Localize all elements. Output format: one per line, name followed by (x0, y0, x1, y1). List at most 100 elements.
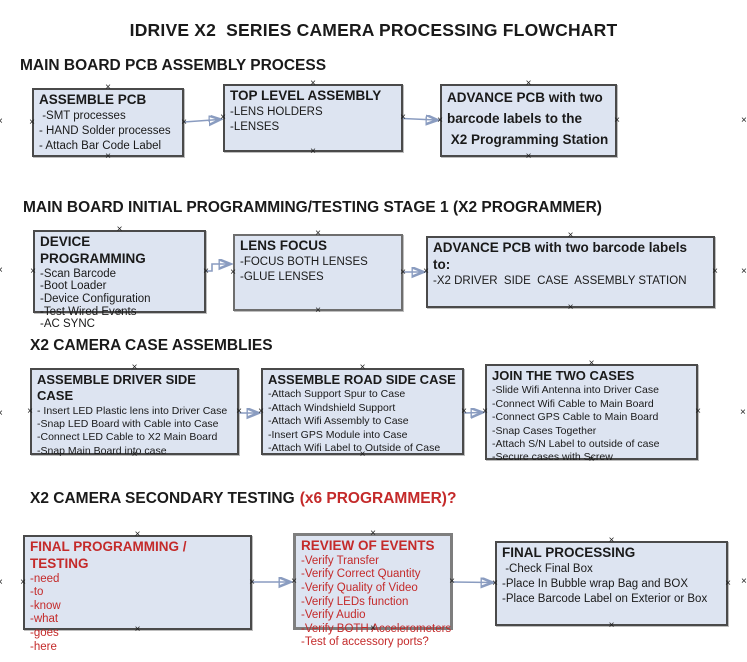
box-item: -Snap Cases Together (492, 424, 597, 437)
connector-handle-icon: × (725, 577, 731, 589)
box-item: -LENSES (230, 121, 280, 134)
flow-box-review-of-events: REVIEW OF EVENTS-Verify Transfer-Verify … (291, 529, 455, 649)
connector-handle-icon: × (0, 409, 3, 419)
connector-handle-icon: × (437, 114, 443, 126)
connector-handle-icon: × (181, 116, 187, 128)
box-title: ADVANCE PCB with two barcode labels to t… (447, 90, 607, 126)
box-item: -Attach Wifi Assembly to Case (268, 415, 409, 428)
box-item: -Check Final Box (502, 562, 593, 575)
connector-handle-icon: × (741, 576, 747, 587)
box-item: -SMT processes (39, 109, 126, 122)
box-item: -Verify Audio (301, 609, 366, 622)
box-title: ASSEMBLE DRIVER SIDE CASE (37, 372, 200, 404)
flow-box-final-programming-testing: FINAL PROGRAMMING / TESTING-need-to-know… (20, 530, 255, 653)
flow-box-assemble-driver-side-case: ASSEMBLE DRIVER SIDE CASE- Insert LED Pl… (27, 363, 242, 460)
box-item: -LENS HOLDERS (230, 105, 323, 118)
flow-box-advance-pcb-programming-station: ADVANCE PCB with two barcode labels to t… (437, 79, 620, 162)
connector-handle-icon: × (315, 305, 321, 316)
connector-handle-icon: × (461, 405, 467, 417)
box-item: -Test of accessory ports? (301, 636, 429, 649)
section-heading-initial-programming: MAIN BOARD INITIAL PROGRAMMING/TESTING S… (23, 199, 602, 216)
box-item: -Attach Support Spur to Case (268, 388, 406, 401)
box-title: TOP LEVEL ASSEMBLY (230, 88, 382, 103)
box-item: -Snap Main Board into case (37, 444, 167, 457)
box-item: -Place In Bubble wrap Bag and BOX (502, 578, 689, 591)
connector-handle-icon: × (482, 406, 488, 417)
box-title: DEVICE PROGRAMMING (40, 234, 146, 266)
page-title: IDRIVE X2 SERIES CAMERA PROCESSING FLOWC… (129, 20, 618, 40)
connector-handle-icon: × (400, 112, 406, 123)
connector-handle-icon: × (0, 578, 3, 588)
box-item: -Attach Windshield Support (268, 401, 396, 414)
box-title: LENS FOCUS (240, 238, 328, 253)
box-item: -know (30, 599, 61, 612)
connector-handle-icon: × (29, 116, 35, 128)
connector-handle-icon: × (567, 302, 574, 313)
box-item: -Secure cases with Screw (492, 451, 613, 464)
flow-box-lens-focus: LENS FOCUS-FOCUS BOTH LENSES-GLUE LENSES… (230, 229, 406, 316)
connector-handle-icon: × (614, 114, 620, 126)
flow-box-join-the-two-cases: JOIN THE TWO CASES-Slide Wifi Antenna in… (482, 359, 701, 465)
box-item: -Insert GPS Module into Case (268, 428, 408, 441)
arrow-road-case-to-join-cases (463, 413, 481, 414)
box-item: -Attach S/N Label to outside of case (492, 438, 660, 450)
flow-box-device-programming: DEVICE PROGRAMMING-Scan Barcode-Boot Loa… (30, 225, 209, 331)
box-item: -Snap LED Board with Cable into Case (37, 417, 219, 430)
arrow-device-programming-to-lens-focus (206, 264, 229, 272)
box-item: -Boot Loader (40, 280, 107, 293)
box-item: -Verify LEDs function (301, 595, 409, 608)
box-title: ADVANCE PCB with two barcode labels to: (433, 240, 691, 272)
connector-handle-icon: × (740, 407, 746, 418)
box-item: - HAND Solder processes (39, 125, 171, 138)
section-heading-case-assemblies: X2 CAMERA CASE ASSEMBLIES (30, 337, 273, 354)
connector-handle-icon: × (20, 576, 26, 588)
connector-handle-icon: × (400, 266, 406, 278)
connector-handle-icon: × (712, 266, 718, 277)
connector-handle-icon: × (525, 151, 532, 162)
box-title: ASSEMBLE ROAD SIDE CASE (268, 372, 456, 387)
connector-handle-icon: × (30, 265, 36, 277)
connector-handle-icon: × (0, 266, 3, 276)
box-item: -to (30, 586, 44, 599)
flow-box-final-processing: FINAL PROCESSING -Check Final Box -Place … (492, 536, 731, 631)
box-item: -Place Barcode Label on Exterior or Box (502, 593, 708, 606)
connector-handle-icon: × (695, 406, 701, 417)
connector-handle-icon: × (258, 405, 264, 417)
box-item: X2 Programming Station (447, 131, 609, 147)
connector-handle-icon: × (449, 575, 455, 587)
box-item: -Connect GPS Cable to Main Board (492, 411, 659, 424)
flow-box-assemble-pcb: ASSEMBLE PCB -SMT processes - HAND Solder… (29, 83, 187, 162)
box-item: -Verify Quality of Video (301, 582, 418, 594)
box-item: -Connect Wifi Cable to Main Board (492, 397, 654, 410)
box-item: -Verify Correct Quantity (301, 568, 421, 581)
box-title: FINAL PROCESSING (502, 545, 636, 560)
connector-handle-icon: × (0, 117, 3, 127)
connector-handle-icon: × (27, 405, 33, 417)
box-item: -need (30, 572, 60, 585)
connector-handle-icon: × (423, 266, 429, 277)
connector-handle-icon: × (291, 575, 297, 587)
box-item: -Attach Wifi Label to Outside of Case (268, 442, 441, 454)
box-item: -Verify Transfer (301, 554, 379, 567)
section-heading-secondary-testing-text: X2 CAMERA SECONDARY TESTING (30, 490, 295, 507)
connector-handle-icon: × (608, 620, 615, 631)
connector-handle-icon: × (230, 266, 236, 278)
box-item: -what (30, 613, 59, 626)
box-title: ASSEMBLE PCB (39, 92, 147, 107)
connector-handle-icon: × (220, 112, 226, 123)
box-item: -Slide Wifi Antenna into Driver Case (492, 384, 659, 397)
box-item: - Insert LED Plastic lens into Driver Ca… (37, 404, 228, 417)
arrow-assemble-pcb-to-top-level (183, 120, 219, 123)
arrow-review-to-final-processing (452, 582, 491, 583)
connector-handle-icon: × (310, 146, 316, 157)
box-item: -here (30, 640, 57, 653)
box-item: -goes (30, 627, 59, 639)
connector-handle-icon: × (203, 265, 209, 277)
connector-handle-icon: × (249, 576, 255, 588)
box-item: -AC SYNC (40, 318, 95, 331)
box-item: -Scan Barcode (40, 267, 117, 280)
box-title: JOIN THE TWO CASES (492, 368, 635, 383)
arrow-top-level-to-advance-pcb (402, 119, 436, 121)
flow-box-top-level-assembly: TOP LEVEL ASSEMBLY -LENS HOLDERS -LENSES × ×… (220, 79, 406, 157)
